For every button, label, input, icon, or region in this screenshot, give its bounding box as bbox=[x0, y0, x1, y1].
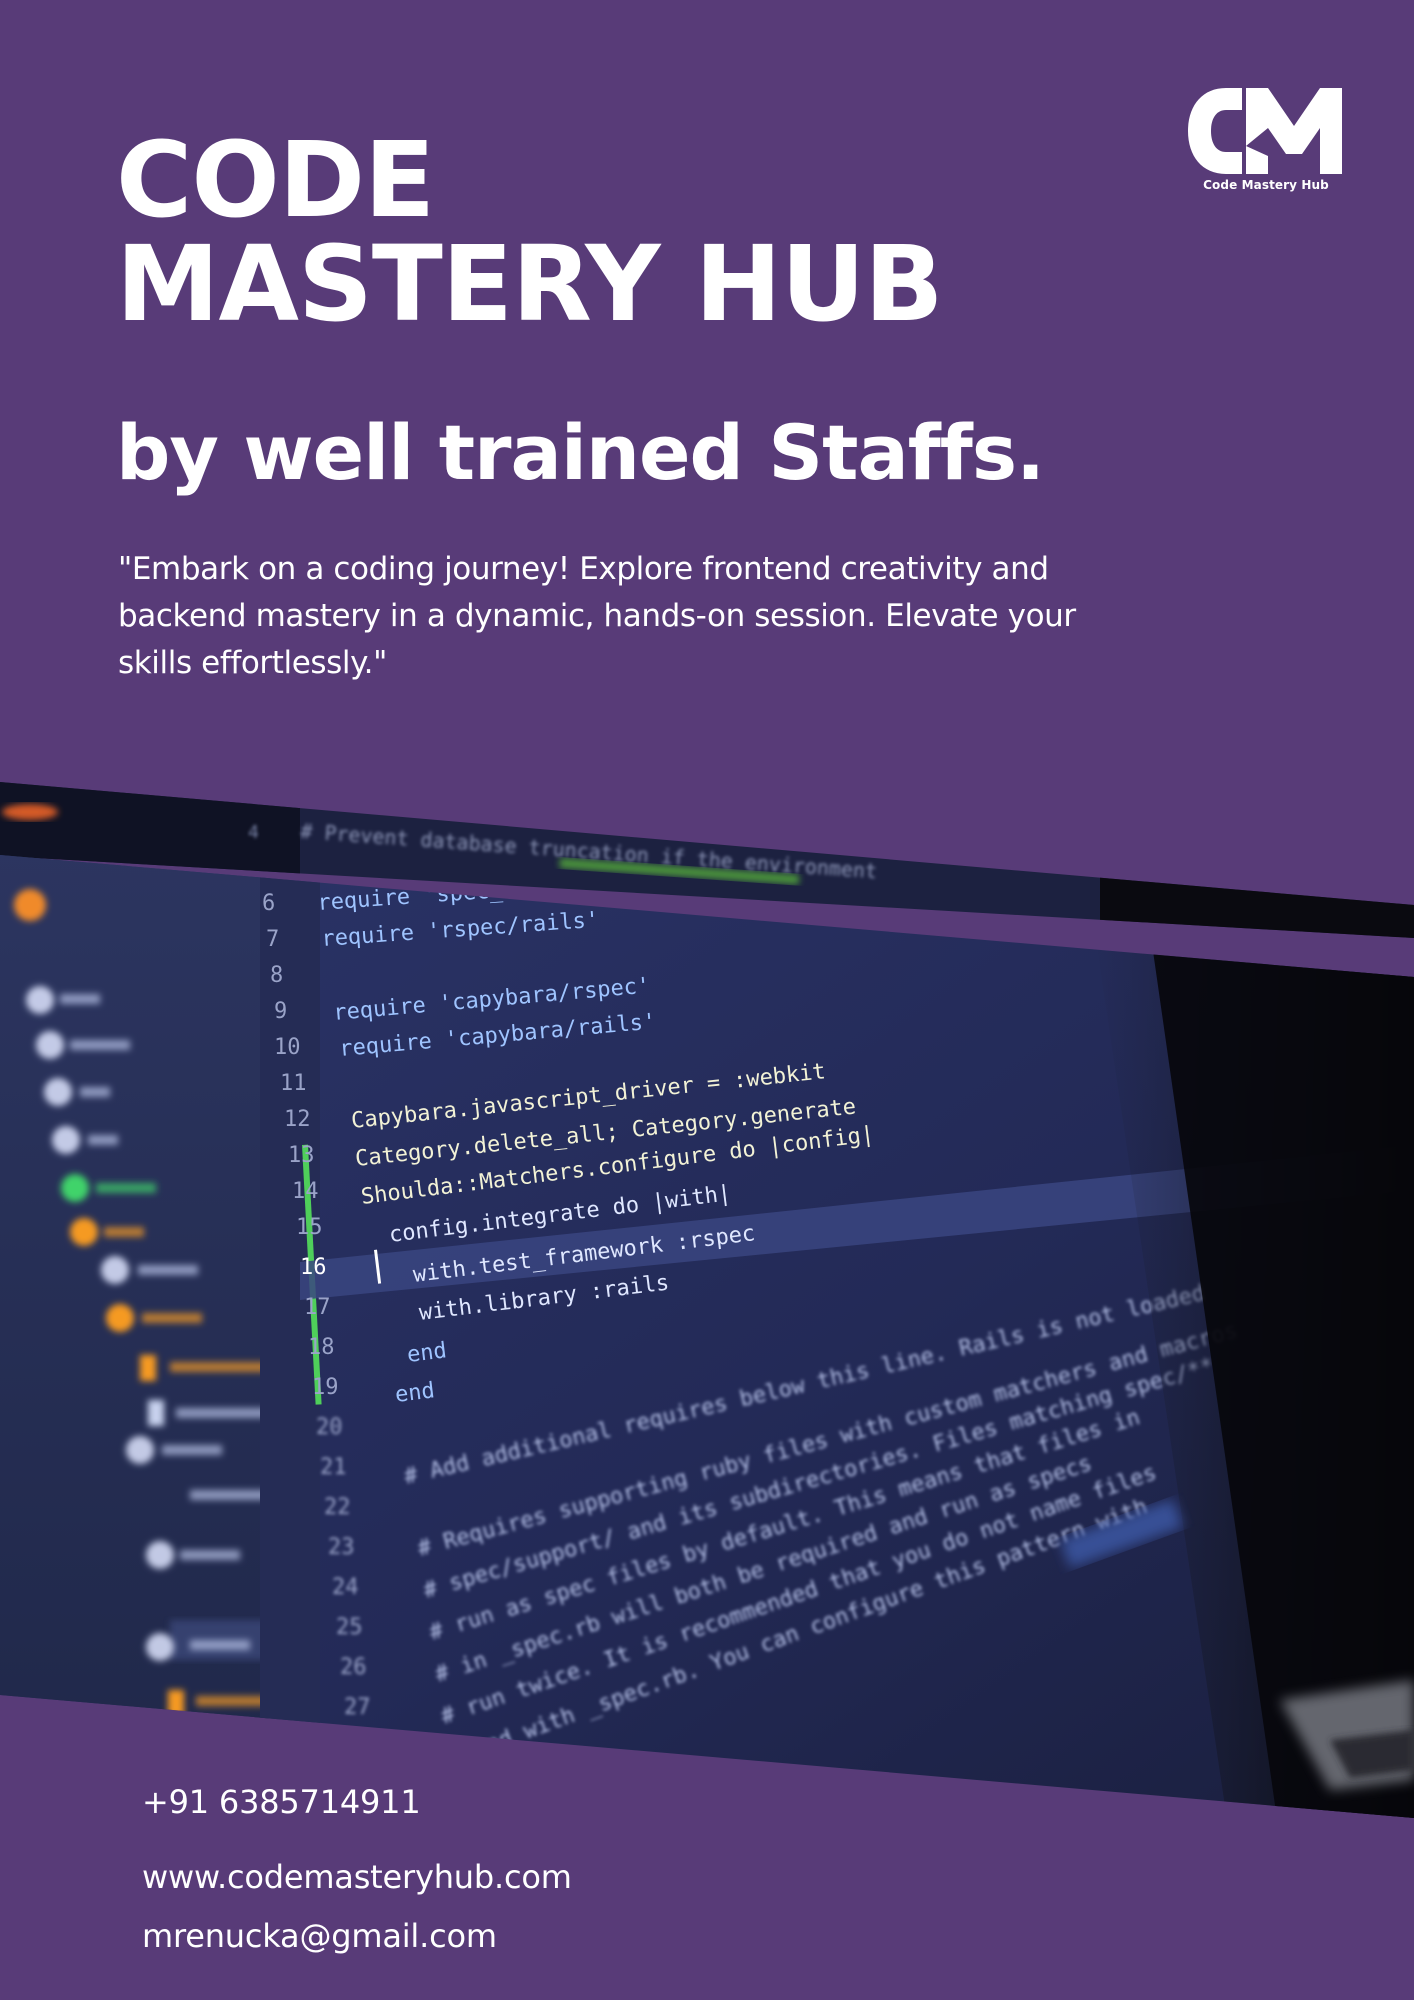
code-line: require 'capybara/rspec' bbox=[332, 973, 651, 1026]
description-text: "Embark on a coding journey! Explore fro… bbox=[118, 551, 1076, 681]
code-line: require 'rspec/rails' bbox=[321, 908, 600, 952]
file-tree bbox=[14, 889, 306, 1716]
line-number-gutter: 6 7 8 9 10 11 12 13 14 15 16 17 18 19 20… bbox=[262, 891, 375, 1760]
logo-caption: Code Mastery Hub bbox=[1203, 178, 1329, 192]
photo-main: 6 7 8 9 10 11 12 13 14 15 16 17 18 19 20… bbox=[0, 855, 1414, 1818]
line-number: 13 bbox=[288, 1143, 315, 1168]
code-line: Shoulda::Matchers.configure do |config| bbox=[360, 1122, 876, 1210]
line-number: 26 bbox=[340, 1655, 367, 1680]
line-number: 18 bbox=[308, 1335, 335, 1360]
code-line: # run as spec files by default. This mea… bbox=[426, 1405, 1143, 1646]
line-number: 20 bbox=[316, 1415, 343, 1440]
code-line: end bbox=[406, 1338, 449, 1368]
code-line: # Add additional requires below this lin… bbox=[402, 1281, 1208, 1490]
line-number: 28 bbox=[348, 1735, 375, 1760]
line-number: 25 bbox=[336, 1615, 363, 1640]
code-line: # in _spec.rb will both be required and … bbox=[432, 1451, 1095, 1688]
line-number: 9 bbox=[274, 999, 287, 1024]
email-link[interactable]: mrenucka@gmail.com bbox=[142, 1917, 497, 1955]
line-number: 19 bbox=[312, 1375, 339, 1400]
cm-logo-icon bbox=[1188, 88, 1342, 174]
code-line: end bbox=[394, 1378, 437, 1408]
brand-logo bbox=[1186, 86, 1346, 196]
subtitle: by well trained Staffs. bbox=[116, 408, 1045, 497]
title-line-1: CODE bbox=[116, 119, 435, 241]
line-number: 6 bbox=[262, 891, 275, 916]
line-number: 14 bbox=[292, 1179, 319, 1204]
page-title: CODE MASTERY HUB bbox=[116, 119, 944, 345]
code-editor-text: require 'spec_helper' require 'rspec/rai… bbox=[317, 872, 1241, 1772]
code-line: Category.delete_all; Category.generate bbox=[354, 1094, 857, 1171]
line-number-current: 16 bbox=[300, 1255, 327, 1280]
phone-number[interactable]: +91 6385714911 bbox=[142, 1783, 421, 1821]
line-number: 12 bbox=[284, 1107, 311, 1132]
line-number: 8 bbox=[270, 963, 283, 988]
line-number: 23 bbox=[328, 1535, 355, 1560]
line-number: 4 bbox=[248, 822, 259, 843]
code-line: # end with _spec.rb. You can configure t… bbox=[446, 1494, 1152, 1771]
code-line: require 'capybara/rails' bbox=[338, 1009, 657, 1062]
code-line: # spec/support/ and its subdirectories. … bbox=[421, 1353, 1217, 1603]
photo-top-strip: # Prevent database truncation if the env… bbox=[0, 782, 1414, 938]
line-number: 24 bbox=[332, 1575, 359, 1600]
website-link[interactable]: www.codemasteryhub.com bbox=[142, 1858, 572, 1896]
code-comment-line: # Prevent database truncation if the env… bbox=[300, 819, 878, 883]
line-number: 7 bbox=[266, 927, 279, 952]
code-line: # run twice. It is recommended that you … bbox=[438, 1460, 1160, 1729]
code-line: Capybara.javascript_driver = :webkit bbox=[350, 1059, 827, 1134]
line-number: 21 bbox=[320, 1455, 347, 1480]
code-line: require 'spec_helper' bbox=[317, 872, 596, 916]
code-line: with.test_framework :rspec bbox=[412, 1221, 757, 1288]
line-number: 11 bbox=[280, 1071, 307, 1096]
code-line: # Requires supporting ruby files with cu… bbox=[415, 1318, 1240, 1562]
line-number: 15 bbox=[296, 1215, 323, 1240]
line-number: 27 bbox=[344, 1695, 371, 1720]
code-line: with.library :rails bbox=[418, 1270, 671, 1325]
line-number: 17 bbox=[304, 1295, 331, 1320]
code-line: config.integrate do |with| bbox=[388, 1181, 733, 1248]
title-line-2: MASTERY HUB bbox=[116, 223, 944, 345]
line-number: 10 bbox=[274, 1035, 301, 1060]
line-number: 22 bbox=[324, 1495, 351, 1520]
file-tree-panel bbox=[0, 855, 270, 1818]
